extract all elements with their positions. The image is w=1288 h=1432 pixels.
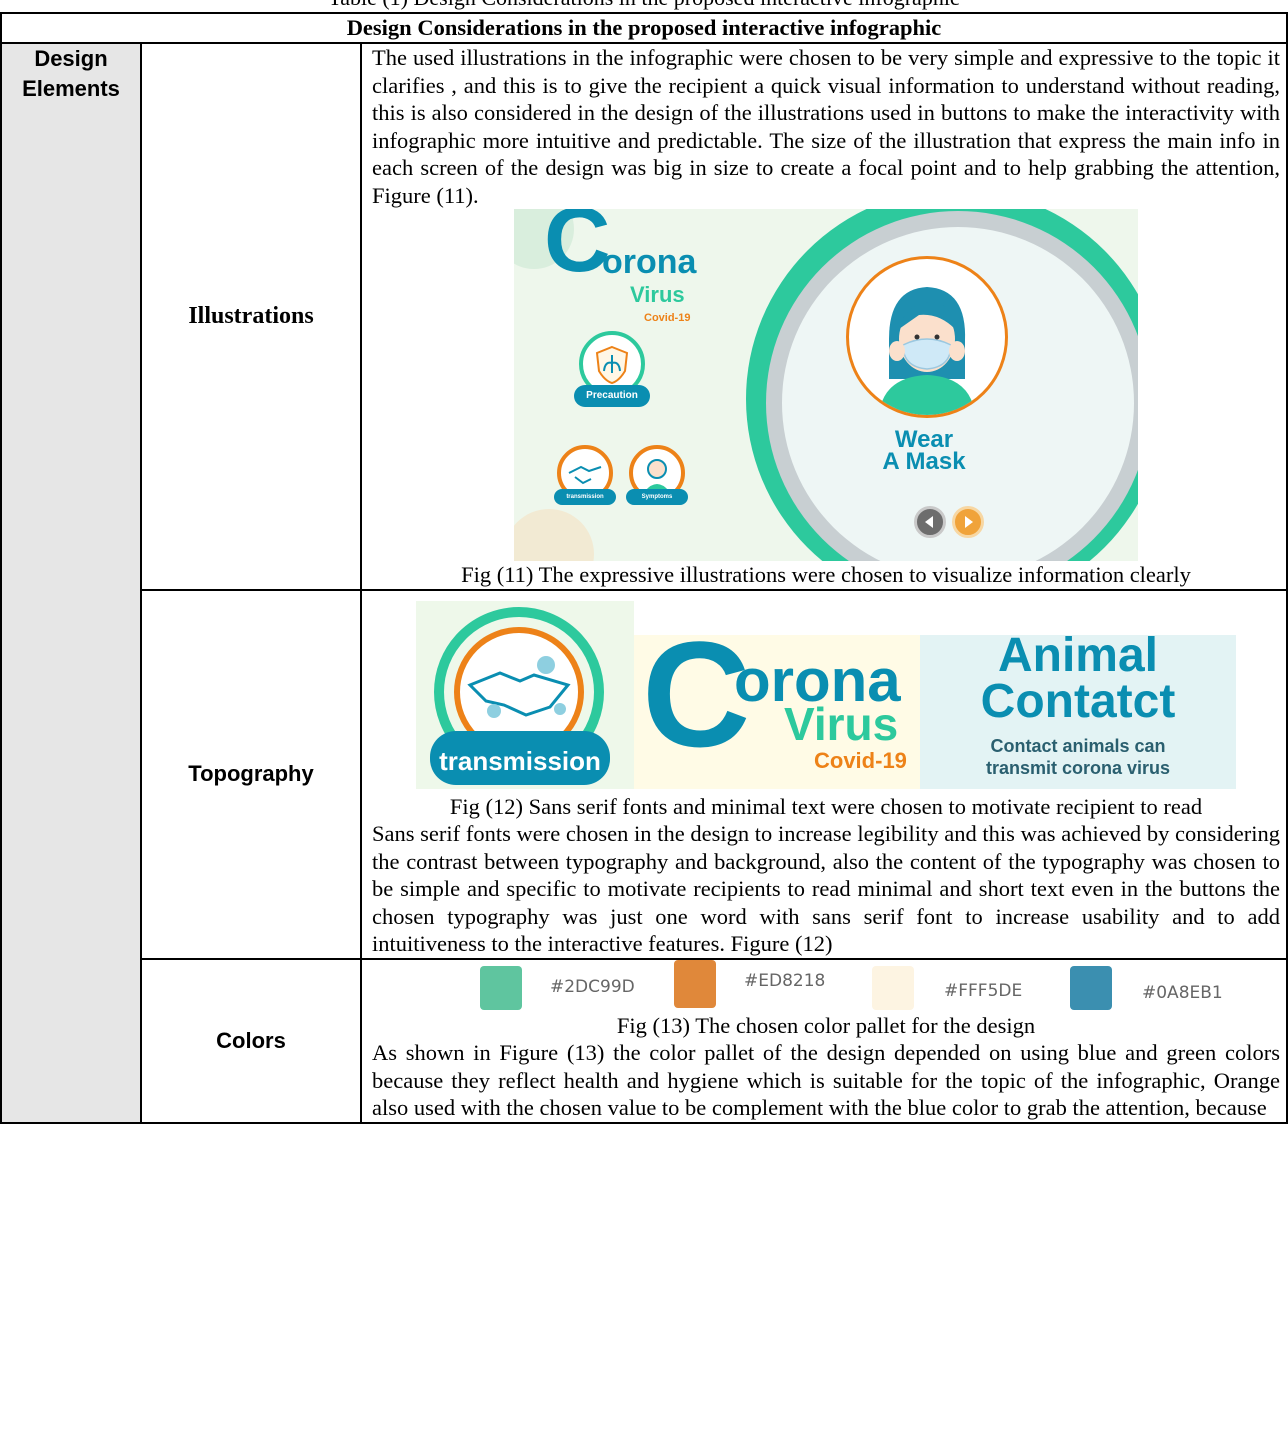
logo-orona: orona bbox=[602, 243, 697, 281]
figure-13-caption: Fig (13) The chosen color pallet for the… bbox=[616, 1012, 1036, 1038]
table-caption: Table (1) Design Considerations in the p… bbox=[0, 0, 1288, 12]
row-label-colors: Colors bbox=[140, 957, 362, 1124]
typography-content: transmission C orona Virus Covid-19 Anim… bbox=[360, 588, 1288, 960]
swatch-cream bbox=[872, 965, 914, 1010]
figure-12-caption: Fig (12) Sans serif fonts and minimal te… bbox=[449, 793, 1203, 819]
swatch-green bbox=[480, 965, 522, 1010]
animal-line-1: Animal bbox=[997, 628, 1159, 682]
logo-covid: Covid-19 bbox=[644, 312, 691, 324]
animal-sub-2: transmit corona virus bbox=[985, 757, 1171, 778]
hex-blue: #0A8EB1 bbox=[1142, 982, 1223, 1003]
handshake-icon bbox=[467, 655, 571, 718]
virus-decor-icon bbox=[514, 509, 594, 561]
wear-line-1: Wear bbox=[894, 426, 954, 453]
figure-11-caption: Fig (11) The expressive illustrations we… bbox=[461, 562, 1191, 587]
woman-wearing-mask-illustration bbox=[846, 256, 1008, 418]
animal-contact-sample: Animal Contatct Contact animals can tran… bbox=[920, 628, 1236, 789]
illustrations-text: The used illustrations in the infographi… bbox=[372, 45, 1280, 208]
animal-contact-subtitle: Contact animals can transmit corona viru… bbox=[920, 735, 1236, 779]
animal-line-2: Contatct bbox=[980, 674, 1176, 728]
row-label-illustrations: Illustrations bbox=[140, 42, 362, 591]
next-arrow-icon[interactable] bbox=[952, 506, 984, 538]
hex-orange: #ED8218 bbox=[744, 970, 826, 991]
previous-arrow-icon[interactable] bbox=[914, 506, 946, 538]
transmission-sample: transmission bbox=[416, 600, 634, 789]
row-label-typography: Topography bbox=[140, 588, 362, 960]
design-considerations-table: Design Considerations in the proposed in… bbox=[0, 12, 1288, 1124]
typography-text: Sans serif fonts were chosen in the desi… bbox=[372, 821, 1280, 956]
logo-virus: Virus bbox=[630, 282, 685, 307]
swatch-blue bbox=[1070, 965, 1112, 1010]
symptoms-button[interactable]: Symptoms bbox=[626, 445, 688, 505]
logo-covid: Covid-19 bbox=[814, 747, 907, 773]
logo-big-c: C bbox=[642, 609, 751, 778]
colors-text: As shown in Figure (13) the color pallet… bbox=[372, 1040, 1280, 1120]
logo-big-c: C bbox=[544, 209, 611, 291]
table-header: Design Considerations in the proposed in… bbox=[0, 12, 1288, 44]
section-label-cell: Design Elements bbox=[0, 42, 142, 1124]
transmission-label: transmission bbox=[554, 489, 616, 505]
corona-virus-logo: C orona Virus Covid-19 bbox=[544, 209, 724, 324]
logo-orona: orona bbox=[734, 646, 901, 714]
transmission-pill: transmission bbox=[430, 730, 610, 785]
logo-virus: Virus bbox=[784, 697, 899, 750]
figure-11-infographic-screen: Wear A Mask C orona Virus Covid-19 bbox=[514, 209, 1138, 561]
animal-contact-title: Animal Contatct bbox=[920, 628, 1236, 728]
transmission-button[interactable]: transmission bbox=[554, 445, 616, 505]
precaution-label: Precaution bbox=[574, 385, 650, 407]
hex-green: #2DC99D bbox=[550, 976, 635, 997]
corona-logo-sample: C orona Virus Covid-19 bbox=[634, 619, 920, 789]
wear-line-2: A Mask bbox=[882, 448, 966, 475]
wear-a-mask-title: Wear A Mask bbox=[814, 426, 1034, 475]
precaution-button[interactable]: Precaution bbox=[574, 331, 650, 407]
colors-content: #2DC99D #ED8218 #FFF5DE #0A8EB1 Fig (13)… bbox=[360, 957, 1288, 1124]
figure-12-typography-samples: transmission C orona Virus Covid-19 Anim… bbox=[416, 600, 1236, 789]
illustrations-content: The used illustrations in the infographi… bbox=[360, 42, 1288, 591]
hex-cream: #FFF5DE bbox=[944, 980, 1023, 1001]
swatch-orange bbox=[674, 959, 716, 1008]
animal-sub-1: Contact animals can bbox=[990, 735, 1166, 756]
section-label: Design Elements bbox=[22, 46, 120, 101]
symptoms-label: Symptoms bbox=[626, 489, 688, 505]
figure-13-color-palette: #2DC99D #ED8218 #FFF5DE #0A8EB1 bbox=[416, 959, 1236, 1012]
